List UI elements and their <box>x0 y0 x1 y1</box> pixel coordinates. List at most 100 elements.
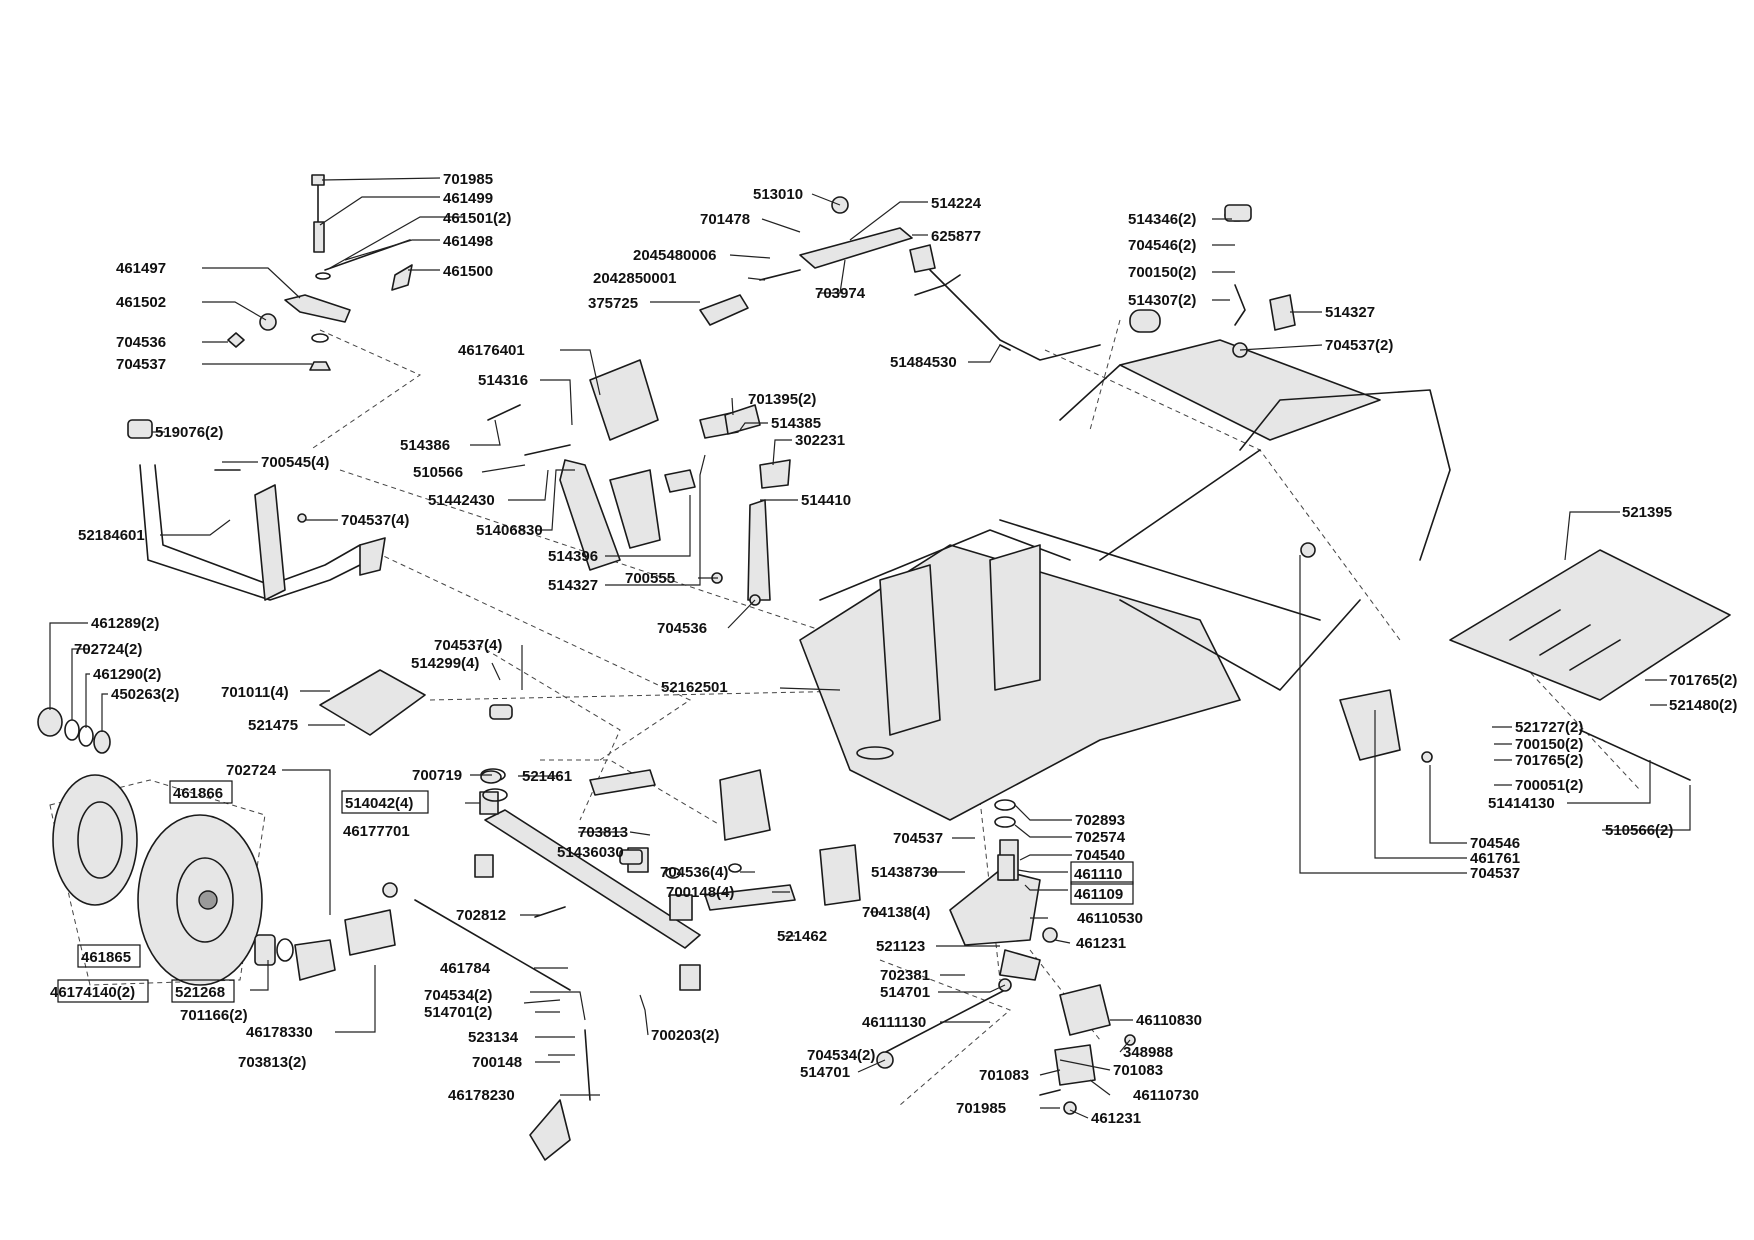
callout-521123: 521123 <box>876 938 925 955</box>
callout-514701-left: 514701(2) <box>424 1004 492 1021</box>
callout-510566-right: 510566(2) <box>1605 822 1673 839</box>
callout-46178230: 46178230 <box>448 1087 515 1104</box>
callout-513010: 513010 <box>753 186 803 203</box>
front-bumper <box>127 419 386 601</box>
callout-46110530: 46110530 <box>1077 910 1143 927</box>
callout-514307: 514307(2) <box>1128 292 1196 309</box>
callout-514327-mid: 514327 <box>548 577 598 594</box>
callout-521395: 521395 <box>1622 504 1672 521</box>
callout-701765-bottom: 701765(2) <box>1515 752 1583 769</box>
callout-700545: 700545(4) <box>261 454 329 471</box>
callout-523134: 523134 <box>468 1029 519 1046</box>
callout-461289: 461289(2) <box>91 615 159 632</box>
callout-52184601: 52184601 <box>78 527 145 544</box>
pedal-assembly <box>487 359 791 606</box>
callout-375725: 375725 <box>588 295 638 312</box>
callout-514299: 514299(4) <box>411 655 479 672</box>
callout-700051: 700051(2) <box>1515 777 1583 794</box>
callout-46110730: 46110730 <box>1133 1087 1199 1104</box>
callout-519076: 519076(2) <box>155 424 223 441</box>
callout-701765-top: 701765(2) <box>1669 672 1737 689</box>
callout-461110: 461110 <box>1074 866 1122 883</box>
bearing-stack <box>37 707 111 754</box>
callout-46177701: 46177701 <box>343 823 410 840</box>
callout-514042: 514042(4) <box>345 795 413 812</box>
callout-521475: 521475 <box>248 717 298 734</box>
callout-514346: 514346(2) <box>1128 211 1196 228</box>
callout-521461: 521461 <box>522 768 572 785</box>
callout-51436030: 51436030 <box>557 844 624 861</box>
callout-700555: 700555 <box>625 570 675 587</box>
callout-514386: 514386 <box>400 437 450 454</box>
callout-704546-top: 704546(2) <box>1128 237 1196 254</box>
callout-461502: 461502 <box>116 294 166 311</box>
steering-linkage <box>294 882 1012 1161</box>
callout-703813-bottom: 703813(2) <box>238 1054 306 1071</box>
callout-514327-top: 514327 <box>1325 304 1375 321</box>
callout-51414130: 51414130 <box>1488 795 1555 812</box>
tie-rod-brackets <box>1039 984 1136 1115</box>
callout-701478: 701478 <box>700 211 750 228</box>
callout-461498: 461498 <box>443 233 493 250</box>
callout-51484530: 51484530 <box>890 354 957 371</box>
callout-461761: 461761 <box>1470 850 1520 867</box>
linkage-assembly <box>227 174 413 371</box>
callout-702893: 702893 <box>1075 812 1125 829</box>
callout-702381: 702381 <box>880 967 930 984</box>
callout-521268: 521268 <box>175 984 225 1001</box>
parts-artwork <box>37 174 1731 1161</box>
callout-701083-left: 701083 <box>979 1067 1029 1084</box>
callout-704536-bottom: 704536(4) <box>660 864 728 881</box>
callout-701011: 701011(4) <box>221 684 289 701</box>
callout-704537-bumper: 704537(4) <box>341 512 409 529</box>
callout-461109: 461109 <box>1074 886 1123 903</box>
callout-700203: 700203(2) <box>651 1027 719 1044</box>
callout-521480: 521480(2) <box>1669 697 1737 714</box>
callout-450263: 450263(2) <box>111 686 179 703</box>
callout-2042850001: 2042850001 <box>593 270 676 287</box>
callout-51438730: 51438730 <box>871 864 938 881</box>
callout-700150-bottom: 700150(2) <box>1515 736 1583 753</box>
small-hardware <box>319 204 1296 918</box>
chassis-frame <box>719 339 1451 906</box>
callout-700148-mid: 700148(4) <box>666 884 734 901</box>
callout-704138: 704138(4) <box>862 904 930 921</box>
callout-704536-mid: 704536 <box>657 620 707 637</box>
callout-348988: 348988 <box>1123 1044 1173 1061</box>
callout-302231: 302231 <box>795 432 845 449</box>
callout-46111130: 46111130 <box>862 1014 926 1031</box>
callout-514224: 514224 <box>931 195 982 212</box>
callout-704536-top: 704536 <box>116 334 166 351</box>
callout-46176401: 46176401 <box>458 342 525 359</box>
callout-461499: 461499 <box>443 190 493 207</box>
callout-514410: 514410 <box>801 492 851 509</box>
front-wheel <box>52 774 294 986</box>
callout-461497: 461497 <box>116 260 166 277</box>
callout-461501: 461501(2) <box>443 210 511 227</box>
callout-461865: 461865 <box>81 949 131 966</box>
callout-704546-right: 704546 <box>1470 835 1520 852</box>
callout-704537-top: 704537 <box>116 356 166 373</box>
callout-701395: 701395(2) <box>748 391 816 408</box>
rear-plate <box>1449 549 1731 781</box>
callout-703974: 703974 <box>815 285 866 302</box>
callout-461290: 461290(2) <box>93 666 161 683</box>
callout-46110830: 46110830 <box>1136 1012 1202 1029</box>
callout-704537-mid: 704537(4) <box>434 637 502 654</box>
callout-703813-mid: 703813 <box>578 824 628 841</box>
callout-521727: 521727(2) <box>1515 719 1583 736</box>
steering-sector <box>949 799 1058 981</box>
callout-704540: 704540 <box>1075 847 1125 864</box>
callout-514701-right: 514701 <box>800 1064 850 1081</box>
callout-700148-bottom: 700148 <box>472 1054 522 1071</box>
callout-702574: 702574 <box>1075 829 1126 846</box>
callout-461231-mid: 461231 <box>1076 935 1126 952</box>
callout-514385: 514385 <box>771 415 821 432</box>
callout-701166: 701166(2) <box>180 1007 248 1024</box>
callout-701985-top: 701985 <box>443 171 493 188</box>
callout-52162501: 52162501 <box>661 679 728 696</box>
callout-704537-right: 704537(2) <box>1325 337 1393 354</box>
callout-2045480006: 2045480006 <box>633 247 716 264</box>
callout-510566-left: 510566 <box>413 464 463 481</box>
